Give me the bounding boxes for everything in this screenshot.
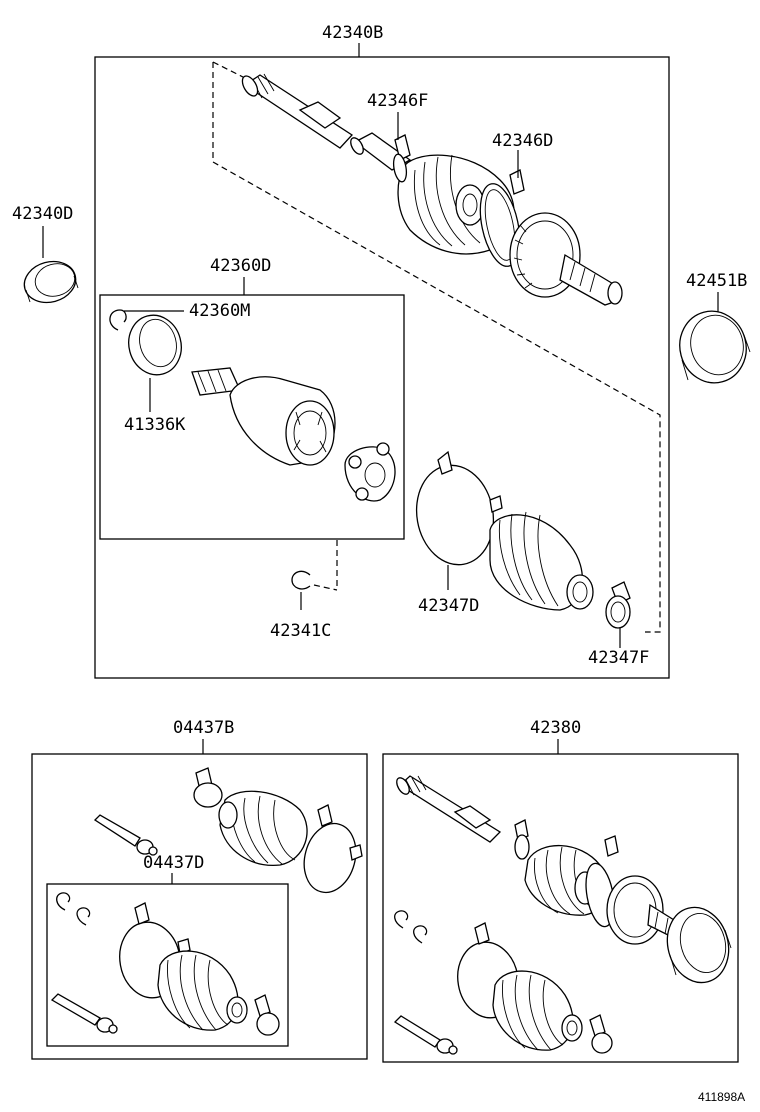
label-42360M[interactable]: 42360M: [189, 301, 250, 321]
label-42346F[interactable]: 42346F: [367, 91, 428, 111]
assembly-42340B: 42340B: [94, 23, 670, 679]
label-04437B[interactable]: 04437B: [173, 718, 234, 738]
kit-04437B-frame: [31, 753, 368, 1060]
clamp-42346D: [479, 169, 525, 267]
label-42347D[interactable]: 42347D: [418, 596, 479, 616]
clamp-42346F: [392, 134, 411, 183]
seal-42451B: 42451B: [679, 271, 751, 384]
inner-boot-42347D: 42347D: [415, 450, 594, 616]
label-41336K[interactable]: 41336K: [124, 415, 186, 435]
label-42346D[interactable]: 42346D: [492, 131, 553, 151]
label-42360D[interactable]: 42360D: [210, 256, 271, 276]
label-04437D[interactable]: 04437D: [143, 853, 204, 873]
assembly-42380-frame: [382, 753, 739, 1063]
kit-04437B: 04437B 04437D: [31, 718, 368, 1060]
outer-cv-joint: [509, 212, 623, 306]
seal-42340D: 42340D: [12, 204, 79, 304]
clamp-42347F: 42347F: [588, 581, 649, 668]
drawing-code: 411898A: [698, 1090, 745, 1104]
assembly-42340B-frame: [94, 56, 670, 679]
snap-ring-42341C: 42341C: [270, 570, 331, 641]
label-42340D[interactable]: 42340D: [12, 204, 73, 224]
assembly-42380: 42380: [382, 718, 739, 1063]
subassembly-42360D: 42360D 42360M 41336K: [99, 256, 405, 540]
dashed-group-outline: [212, 61, 661, 633]
kit-04437D-frame: [46, 883, 289, 1047]
label-42340B[interactable]: 42340B: [322, 23, 383, 43]
drive-shaft-42340B: [241, 73, 412, 171]
label-42341C[interactable]: 42341C: [270, 621, 331, 641]
subassembly-42360D-frame: [99, 294, 405, 540]
label-42451B[interactable]: 42451B: [686, 271, 747, 291]
label-42347F[interactable]: 42347F: [588, 648, 649, 668]
label-42380[interactable]: 42380: [530, 718, 581, 738]
